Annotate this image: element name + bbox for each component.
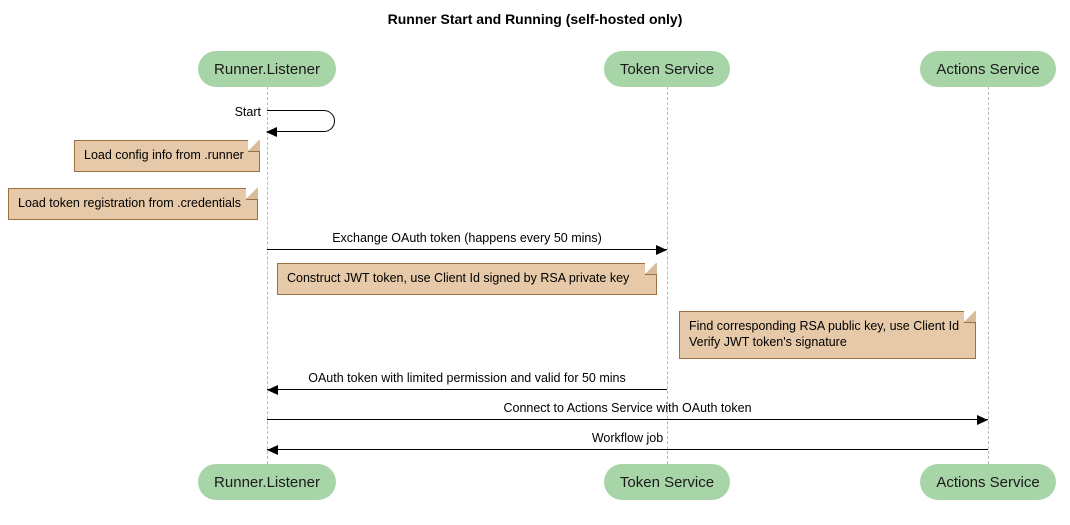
participant-footer-actions[interactable]: Actions Service (920, 464, 1056, 500)
self-message-loop-start (267, 110, 335, 132)
lifeline-actions (988, 87, 989, 464)
arrowhead-msg-workflow-job (267, 445, 278, 455)
participant-header-runner[interactable]: Runner.Listener (198, 51, 336, 87)
note-verify-jwt: Find corresponding RSA public key, use C… (679, 310, 976, 359)
note-line: Construct JWT token, use Client Id signe… (287, 271, 630, 285)
message-line-msg-oauth-token-return (267, 389, 667, 390)
arrowhead-msg-connect-actions (977, 415, 988, 425)
note-line: Load token registration from .credential… (18, 196, 242, 210)
message-line-msg-connect-actions (267, 419, 988, 420)
participant-footer-token[interactable]: Token Service (604, 464, 730, 500)
message-label-msg-connect-actions: Connect to Actions Service with OAuth to… (503, 401, 752, 415)
diagram-title: Runner Start and Running (self-hosted on… (387, 11, 683, 27)
participant-footer-runner[interactable]: Runner.Listener (198, 464, 336, 500)
participant-label: Runner.Listener (214, 60, 320, 78)
note-load-token-registration: Load token registration from .credential… (8, 187, 258, 220)
note-load-config: Load config info from .runner (74, 139, 260, 172)
message-label-msg-oauth-token-return: OAuth token with limited permission and … (308, 371, 626, 385)
participant-header-actions[interactable]: Actions Service (920, 51, 1056, 87)
participant-label: Token Service (619, 60, 715, 78)
participant-label: Token Service (619, 473, 715, 491)
note-line: Load config info from .runner (84, 148, 244, 162)
participant-label: Actions Service (936, 60, 1040, 78)
note-line: Verify JWT token's signature (689, 335, 847, 349)
arrowhead-msg-exchange-oauth (656, 245, 667, 255)
participant-label: Actions Service (936, 473, 1040, 491)
note-fold-corner-icon (246, 187, 258, 200)
note-fold-corner-icon (645, 262, 657, 275)
message-label-msg-exchange-oauth: Exchange OAuth token (happens every 50 m… (332, 231, 602, 245)
participant-header-token[interactable]: Token Service (604, 51, 730, 87)
lifeline-runner (267, 87, 268, 464)
arrowhead-start (266, 127, 277, 137)
message-line-msg-workflow-job (267, 449, 988, 450)
message-label-msg-workflow-job: Workflow job (591, 431, 664, 445)
participant-label: Runner.Listener (214, 473, 320, 491)
message-line-msg-exchange-oauth (267, 249, 667, 250)
lifeline-token (667, 87, 668, 464)
note-fold-corner-icon (248, 139, 260, 152)
arrowhead-msg-oauth-token-return (267, 385, 278, 395)
self-message-label-start: Start (234, 105, 261, 119)
note-construct-jwt: Construct JWT token, use Client Id signe… (277, 262, 657, 295)
note-line: Find corresponding RSA public key, use C… (689, 319, 960, 333)
note-fold-corner-icon (964, 310, 976, 323)
